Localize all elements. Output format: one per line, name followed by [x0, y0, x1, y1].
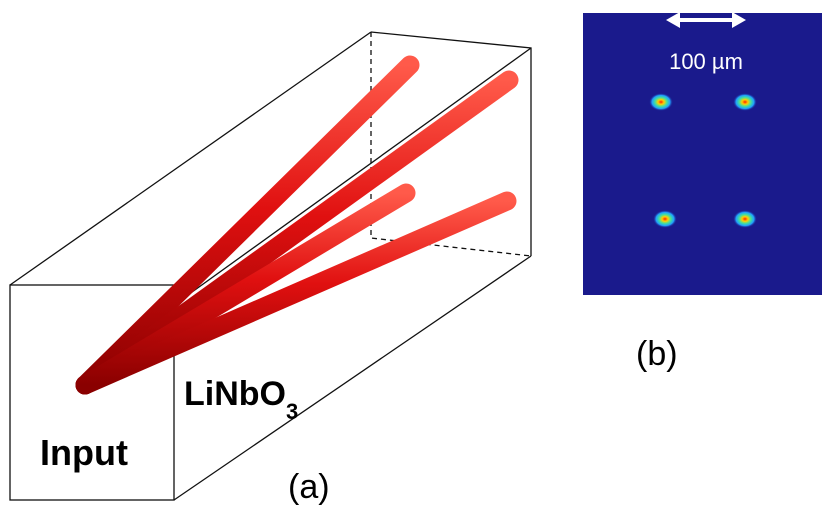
- box-edge-bottom-right: [173, 255, 532, 501]
- waveguides: [75, 55, 519, 395]
- scale-label: 100 µm: [669, 49, 743, 74]
- output-spot-4: [733, 210, 757, 228]
- output-image-background: [583, 13, 822, 295]
- material-base: LiNbO: [184, 375, 286, 413]
- crystal-box: [9, 31, 532, 501]
- box-edge-top-right: [173, 47, 532, 306]
- caption-a: (a): [288, 468, 330, 506]
- box-front-face: [9, 284, 175, 501]
- output-spot-3: [653, 210, 677, 228]
- output-spot-1: [649, 93, 673, 111]
- double-headed-arrow-icon: [666, 12, 746, 28]
- output-image: 100 µm: [583, 12, 822, 295]
- caption-b: (b): [636, 335, 678, 373]
- material-subscript: 3: [286, 399, 298, 424]
- waveguide-1: [75, 55, 420, 395]
- waveguide-4: [75, 191, 517, 395]
- input-label: Input: [40, 432, 128, 473]
- output-spot-2: [733, 93, 757, 111]
- material-label: LiNbO3: [184, 375, 298, 424]
- box-edge-top-left: [9, 31, 372, 286]
